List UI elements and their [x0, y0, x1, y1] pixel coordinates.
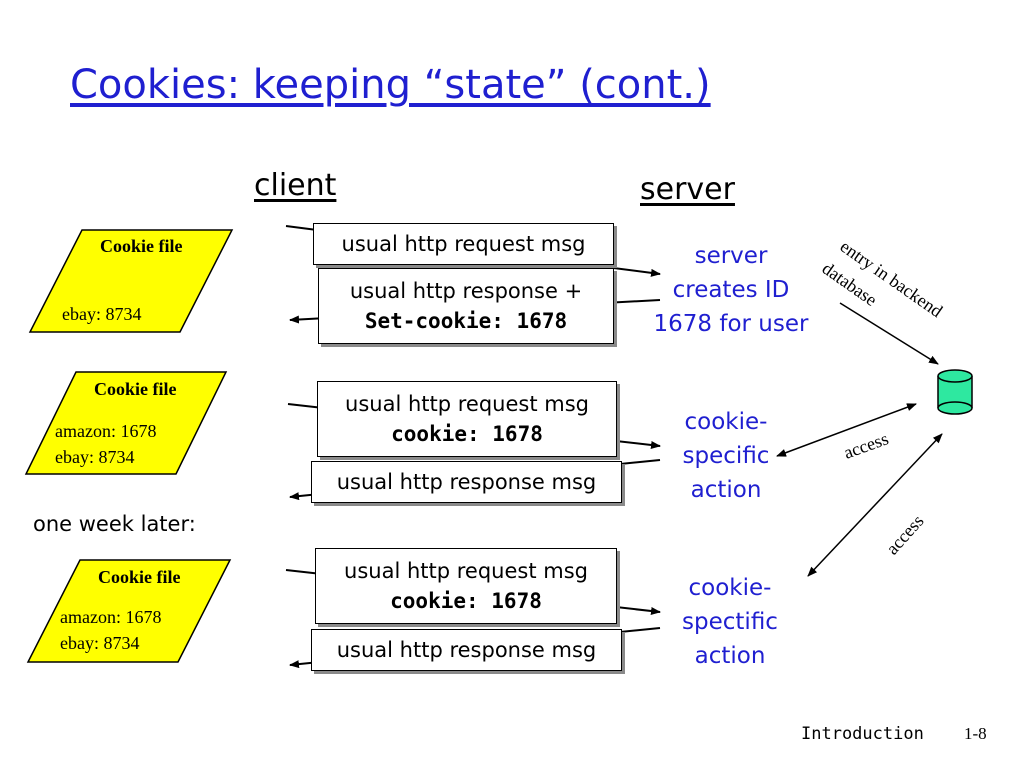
message-box-response-3: usual http response msg: [311, 629, 622, 671]
cookie-file-2-line-1: amazon: 1678: [55, 421, 157, 441]
cookie-file-shape-2: [24, 371, 228, 475]
message-box-request-1: usual http request msg: [313, 223, 614, 265]
message-line: usual http response +: [349, 279, 583, 303]
footer-page-number: 1-8: [964, 724, 987, 743]
server-action-line: cookie-: [684, 409, 768, 435]
cookie-file-3-title: Cookie file: [98, 567, 181, 587]
message-box-request-3: usual http request msg cookie: 1678: [315, 548, 617, 624]
cookie-header: cookie: 1678: [391, 422, 543, 446]
client-heading: client: [254, 168, 337, 203]
set-cookie-header: Set-cookie: 1678: [364, 309, 568, 333]
message-line: usual http request msg: [345, 392, 589, 416]
cookie-file-3-line-1: amazon: 1678: [60, 607, 162, 627]
entry-arrow: [839, 302, 939, 365]
message-line: usual http request msg: [344, 559, 588, 583]
access-arrow-1: [776, 403, 917, 457]
server-action-3: cookie- spectific action: [656, 571, 804, 673]
server-heading: server: [640, 172, 735, 207]
message-line: usual http request msg: [341, 232, 586, 256]
server-action-line: specific: [682, 443, 770, 469]
message-box-response-2: usual http response msg: [311, 461, 622, 503]
cookie-file-2-title: Cookie file: [94, 379, 177, 399]
message-line: usual http response msg: [336, 638, 597, 662]
server-action-2: cookie- specific action: [656, 405, 796, 507]
server-action-line: server: [694, 243, 768, 269]
database-icon: [937, 369, 973, 415]
cookie-file-3-line-2: ebay: 8734: [60, 633, 140, 653]
server-action-1: server creates ID 1678 for user: [636, 239, 826, 341]
footer-section: Introduction: [801, 724, 924, 744]
server-action-line: action: [694, 643, 766, 669]
message-box-request-2: usual http request msg cookie: 1678: [317, 381, 617, 457]
cookie-file-2-line-2: ebay: 8734: [55, 447, 135, 467]
server-action-line: action: [690, 477, 762, 503]
cookie-header: cookie: 1678: [390, 589, 542, 613]
server-action-line: 1678 for user: [653, 311, 809, 337]
message-box-response-1: usual http response + Set-cookie: 1678: [318, 268, 614, 344]
access-arrow-2: [807, 433, 943, 577]
server-action-line: creates ID: [672, 277, 790, 303]
cookie-file-1-line-1: ebay: 8734: [62, 304, 142, 324]
cookie-file-shape-1: [28, 229, 234, 333]
server-action-line: cookie-: [688, 575, 772, 601]
page-title: Cookies: keeping “state” (cont.): [70, 62, 711, 108]
message-line: usual http response msg: [336, 470, 597, 494]
cookie-file-shape-3: [26, 559, 232, 663]
one-week-later-label: one week later:: [33, 512, 196, 536]
server-action-line: spectific: [682, 609, 778, 635]
cookie-file-1-title: Cookie file: [100, 236, 183, 256]
